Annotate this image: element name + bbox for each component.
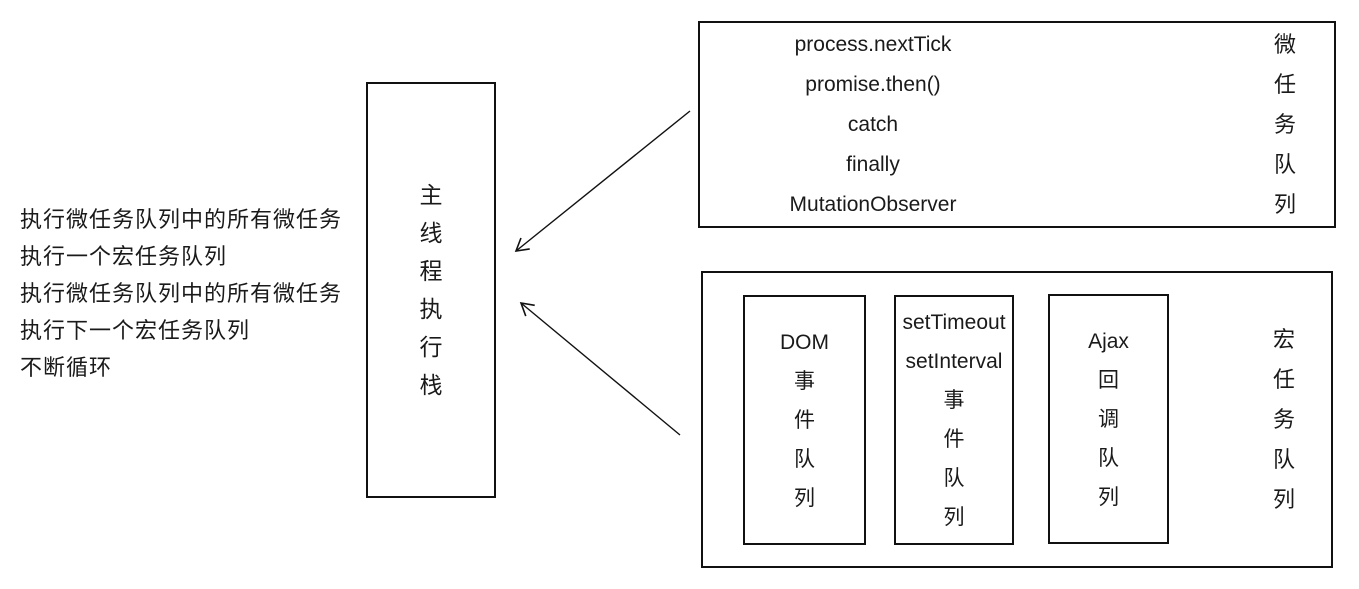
vertical-char: 行 <box>419 334 443 360</box>
arrow-microtask-to-stack <box>514 110 691 252</box>
text-line: finally <box>846 152 900 176</box>
text-line: 执行微任务队列中的所有微任务 <box>20 281 343 306</box>
vertical-char: 执 <box>419 296 443 322</box>
vertical-char: 务 <box>1272 406 1295 432</box>
text-line: 件 <box>794 408 815 432</box>
text-line: setTimeout <box>902 311 1006 334</box>
vertical-char: 队 <box>1273 151 1296 177</box>
macrotask-queue-label: 宏任务队列 <box>1262 273 1306 566</box>
arrow-macrotask-to-stack <box>519 301 681 436</box>
text-line: 执行下一个宏任务队列 <box>20 318 251 343</box>
text-line: Ajax <box>1088 329 1129 353</box>
vertical-char: 任 <box>1273 71 1296 97</box>
vertical-char: 线 <box>419 220 443 246</box>
main-thread-stack-box: 主线程执行栈 <box>366 82 496 498</box>
vertical-char: 主 <box>419 182 443 208</box>
microtask-items: process.nextTick promise.then() catch final… <box>700 23 1046 226</box>
vertical-char: 队 <box>1272 446 1295 472</box>
vertical-char: 务 <box>1273 111 1296 137</box>
text-line: 列 <box>1098 485 1119 509</box>
text-line: 队 <box>943 467 965 490</box>
text-line: 事 <box>794 369 815 393</box>
vertical-char: 列 <box>1272 486 1295 512</box>
text-line: 不断循环 <box>20 355 113 380</box>
text-line: setInterval <box>905 350 1003 373</box>
vertical-char: 任 <box>1272 366 1295 392</box>
microtask-queue-label: 微任务队列 <box>1263 23 1307 226</box>
text-line: 调 <box>1098 407 1119 431</box>
text-line: 执行微任务队列中的所有微任务 <box>20 207 343 232</box>
text-line: catch <box>847 112 899 136</box>
text-line: 队 <box>794 447 815 471</box>
text-line: 事 <box>943 389 965 412</box>
microtask-queue-box: process.nextTick promise.then() catch final… <box>698 21 1336 228</box>
main-thread-stack-label: 主线程执行栈 <box>368 84 494 496</box>
text-line: promise.then() <box>805 72 941 96</box>
text-line: 执行一个宏任务队列 <box>20 244 228 269</box>
text-line: 回 <box>1098 368 1119 392</box>
loop-steps-notes: 执行微任务队列中的所有微任务执行一个宏任务队列执行微任务队列中的所有微任务执行下… <box>20 201 342 386</box>
timer-event-queue-box: setTimeout setInterval 事件队列 <box>894 295 1014 545</box>
text-line: process.nextTick <box>794 32 952 56</box>
text-line: MutationObserver <box>789 192 957 216</box>
vertical-char: 列 <box>1273 191 1296 217</box>
dom-event-queue-box: DOM 事件队列 <box>743 295 866 545</box>
text-line: 件 <box>943 428 965 451</box>
vertical-char: 宏 <box>1272 326 1295 352</box>
vertical-char: 微 <box>1273 31 1296 57</box>
vertical-char: 栈 <box>419 372 443 398</box>
text-line: 列 <box>794 486 815 510</box>
text-line: 队 <box>1098 446 1119 470</box>
text-line: DOM <box>780 330 829 354</box>
vertical-char: 程 <box>419 258 443 284</box>
ajax-callback-queue-box: Ajax 回调队列 <box>1048 294 1169 544</box>
text-line: 列 <box>943 506 965 529</box>
